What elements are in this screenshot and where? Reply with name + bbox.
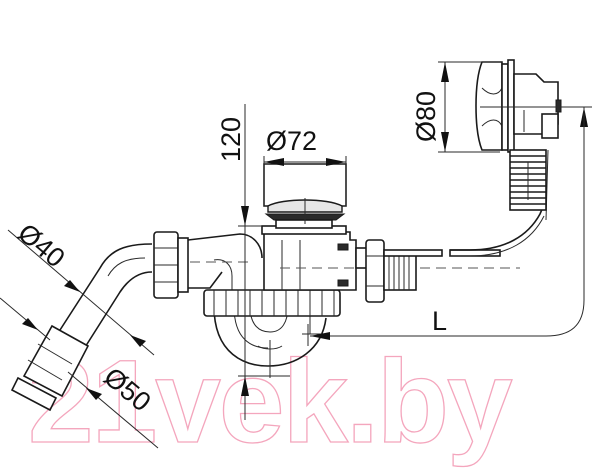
label-L: L xyxy=(432,306,447,336)
label-120: 120 xyxy=(216,117,246,162)
drain-plug xyxy=(263,163,347,229)
dimension-72: Ø72 xyxy=(263,126,347,206)
label-40: Ø40 xyxy=(12,218,70,274)
cable xyxy=(420,149,549,269)
watermark: 21vek.by xyxy=(27,335,514,468)
overflow-cover xyxy=(475,59,562,153)
connector-threads xyxy=(388,252,410,290)
dimension-120: 120 xyxy=(216,104,290,420)
trap-body xyxy=(203,225,360,378)
label-72: Ø72 xyxy=(266,126,317,156)
label-80: Ø80 xyxy=(411,91,441,142)
ring-ribs xyxy=(213,290,335,316)
left-union-nut xyxy=(153,231,189,299)
dimension-80: Ø80 xyxy=(411,61,500,153)
angled-outlet-pipe xyxy=(10,243,153,412)
overflow-hose xyxy=(509,149,547,211)
trap-inlet-pipe xyxy=(187,233,263,292)
dimension-40: Ø40 xyxy=(7,218,155,356)
dimension-L: L xyxy=(307,106,592,346)
watermark-text: 21vek.by xyxy=(28,336,512,468)
